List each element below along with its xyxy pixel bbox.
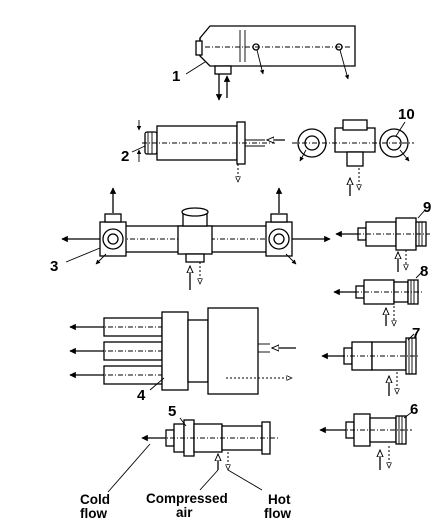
leader-10 bbox=[395, 121, 406, 137]
device-7-tube bbox=[321, 337, 420, 396]
label-3: 3 bbox=[50, 258, 58, 275]
leader-7 bbox=[407, 333, 415, 341]
label-1: 1 bbox=[172, 68, 180, 85]
caption-hot-line1: Hot bbox=[268, 492, 291, 507]
device-3-double-tube bbox=[61, 187, 331, 290]
label-9: 9 bbox=[423, 199, 431, 216]
label-8: 8 bbox=[420, 263, 428, 280]
caption-hot-line2: flow bbox=[264, 506, 291, 521]
device-10-twin-wheel bbox=[292, 119, 414, 196]
label-6: 6 bbox=[410, 401, 418, 418]
label-2: 2 bbox=[121, 148, 129, 165]
label-4: 4 bbox=[137, 387, 146, 404]
device-8-tube bbox=[333, 279, 422, 326]
device-5-tube bbox=[107, 419, 280, 493]
device-2-tube bbox=[136, 120, 285, 182]
leader-4 bbox=[149, 377, 165, 391]
label-10: 10 bbox=[398, 106, 415, 123]
device-9-tube bbox=[335, 217, 430, 272]
leader-6 bbox=[403, 411, 413, 419]
caption-air-line1: Compressed bbox=[146, 491, 228, 506]
leader-5 bbox=[179, 417, 187, 427]
device-4-triple-tube bbox=[69, 307, 296, 395]
leader-3 bbox=[65, 247, 101, 263]
label-5: 5 bbox=[168, 403, 176, 420]
leader-1 bbox=[185, 61, 206, 75]
leader-9 bbox=[417, 209, 426, 219]
caption-air-line2: air bbox=[176, 505, 193, 520]
leader-8 bbox=[415, 271, 423, 279]
device-1-box-tube bbox=[195, 25, 356, 101]
leader-2 bbox=[131, 145, 146, 153]
caption-cold-line2: flow bbox=[80, 506, 107, 521]
device-6-tube bbox=[319, 413, 412, 470]
caption-cold-line1: Cold bbox=[80, 492, 110, 507]
label-7: 7 bbox=[412, 325, 420, 342]
